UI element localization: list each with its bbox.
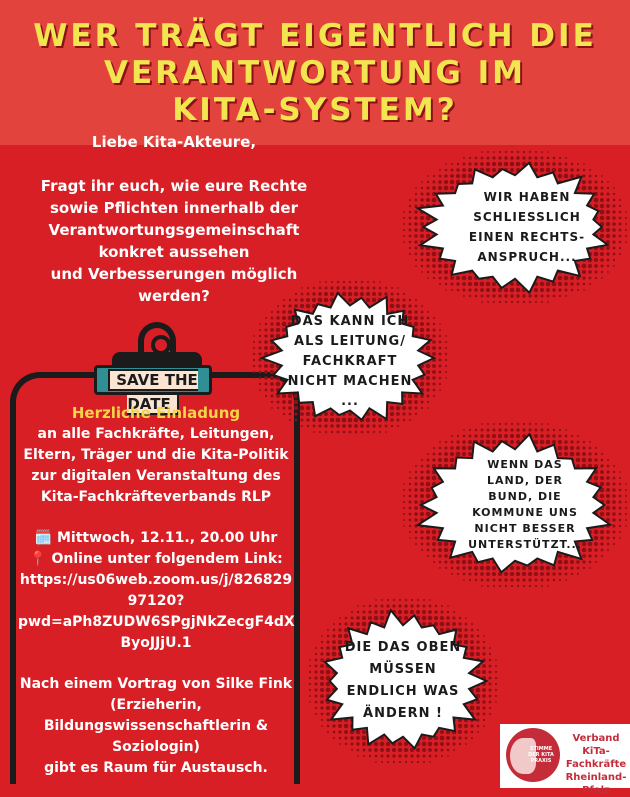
bubble-line: ANSPRUCH... — [477, 250, 577, 264]
bubble-line: KOMMUNE UNS — [472, 506, 578, 519]
closing-line: Bildungswissenschaftlerin & — [43, 718, 269, 734]
question-line: und Verbesserungen möglich — [50, 265, 298, 283]
bubble-line: ENDLICH WAS — [346, 684, 460, 699]
zoom-link[interactable]: https://us06web.zoom.us/j/826829 — [19, 572, 293, 588]
closing-line: gibt es Raum für Austausch. — [44, 760, 268, 776]
closing-line: (Erzieherin, — [110, 697, 202, 713]
clipboard-ring — [138, 322, 176, 356]
greeting: Liebe Kita-Akteure, — [91, 133, 257, 151]
speech-bubble-4: DIE DAS OBEN MÜSSEN ENDLICH WAS ÄNDERN ! — [306, 596, 500, 766]
invitation-line: Eltern, Träger und die Kita-Politik — [23, 447, 289, 463]
bubble-line: DAS KANN ICH — [290, 314, 410, 329]
question-line: konkret aussehen — [98, 243, 250, 261]
bubble-line: BUND, DIE — [488, 490, 562, 503]
title-line-2: VERANTWORTUNG IM — [103, 55, 527, 91]
question-line: Fragt ihr euch, wie eure Rechte — [40, 177, 308, 195]
bubble-line: NICHT MACHEN — [287, 374, 413, 389]
logo-text-line: KiTa-Fachkräfte — [565, 746, 627, 770]
logo-text: Verband KiTa-Fachkräfte Rheinland-Pfalz — [562, 732, 630, 797]
invitation-line: Kita-Fachkräfteverbands RLP — [40, 489, 272, 505]
bubble-line: ... — [341, 394, 359, 409]
question-line: Verantwortungsgemeinschaft — [48, 221, 300, 239]
zoom-link[interactable]: ByoJJjU.1 — [120, 635, 192, 651]
speech-bubble-1: WIR HABEN SCHLIEßLICH EINEN RECHTS- ANSP… — [400, 148, 630, 306]
bubble-line: MÜSSEN — [369, 662, 437, 677]
logo-text-line: Verband — [572, 733, 620, 744]
title-line-3: KITA-SYSTEM? — [172, 92, 458, 128]
event-location: 📍 Online unter folgendem Link: — [29, 551, 283, 567]
bubble-line: ÄNDERN ! — [363, 706, 443, 721]
bubble-line: WENN DAS — [487, 458, 563, 471]
zoom-link[interactable]: 97120? — [127, 593, 185, 609]
bubble-line: FACHKRAFT — [302, 354, 398, 369]
invitation-text: Herzliche Einladung an alle Fachkräfte, … — [18, 403, 295, 779]
burst-shape — [308, 598, 498, 764]
verband-logo: STIMME DER KITA PRAXIS Verband KiTa-Fach… — [500, 724, 630, 796]
speech-bubble-3: WENN DAS LAND, DER BUND, DIE KOMMUNE UNS… — [400, 420, 630, 590]
logo-seal-icon: STIMME DER KITA PRAXIS — [506, 728, 560, 782]
header-band — [0, 0, 630, 145]
bubble-line: LAND, DER — [487, 474, 563, 487]
burst-shape — [252, 280, 448, 434]
question-line: sowie Pflichten innerhalb der — [50, 199, 298, 217]
title-line-1: WER TRÄGT EIGENTLICH DIE — [33, 18, 597, 54]
bubble-line: DIE DAS OBEN — [344, 640, 462, 655]
speech-bubble-2: DAS KANN ICH ALS LEITUNG/ FACHKRAFT NICH… — [250, 278, 450, 438]
bubble-line: EINEN RECHTS- — [468, 230, 586, 244]
bubble-line: UNTERSTÜTZT... — [468, 538, 582, 551]
intro-text: Liebe Kita-Akteure, Fragt ihr euch, wie … — [34, 131, 314, 307]
bubble-line: WIR HABEN — [483, 190, 571, 204]
zoom-link[interactable]: pwd=aPh8ZUDW6SPgjNkZecgF4dX — [18, 614, 295, 630]
page-title: WER TRÄGT EIGENTLICH DIE VERANTWORTUNG I… — [0, 18, 630, 129]
closing-line: Soziologin) — [112, 739, 200, 755]
question-line: werden? — [138, 287, 210, 305]
closing-line: Nach einem Vortrag von Silke Fink — [19, 676, 293, 692]
bubble-line: NICHT BESSER — [474, 522, 576, 535]
logo-seal-text: STIMME DER KITA PRAXIS — [528, 746, 554, 764]
burst-shape — [402, 150, 628, 304]
save-the-date-banner: SAVE THE DATE — [94, 365, 212, 415]
bubble-line: SCHLIEßLICH — [473, 210, 581, 224]
logo-text-line: Rheinland-Pfalz — [565, 772, 627, 796]
event-date: 🗓️ Mittwoch, 12.11., 20.00 Uhr — [34, 530, 278, 546]
bubble-line: ALS LEITUNG/ — [294, 334, 406, 349]
invitation-heading: Herzliche Einladung — [71, 404, 241, 422]
invitation-line: an alle Fachkräfte, Leitungen, — [37, 426, 275, 442]
burst-shape — [402, 422, 628, 588]
invitation-line: zur digitalen Veranstaltung des — [31, 468, 281, 484]
